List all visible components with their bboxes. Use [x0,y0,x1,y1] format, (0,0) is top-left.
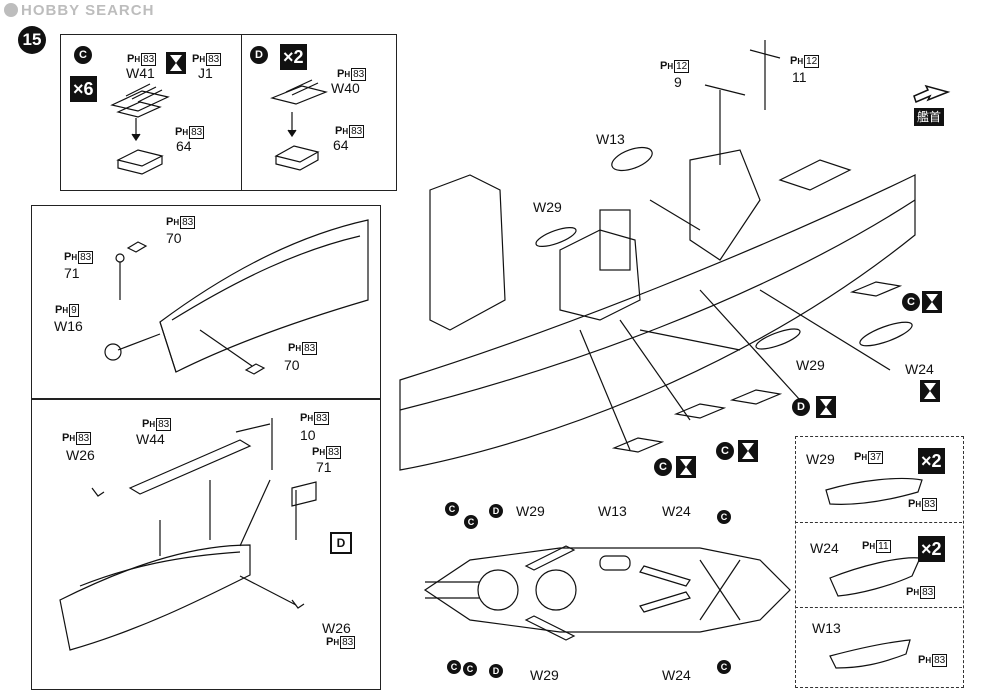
part-label: 64 [333,137,349,153]
badge-c: C [74,46,92,64]
part-label: W26 [322,620,351,636]
badge-c: C [902,293,920,311]
part-label: W24 [810,540,839,556]
boat-w24 [829,557,921,597]
hourglass-icon [920,380,940,402]
part-label: 70 [284,357,300,373]
badge-c: C [717,660,731,674]
boat-box-divider [795,607,962,608]
badge-c: C [464,515,478,529]
part-label: W24 [905,361,934,377]
part-label: W44 [136,431,165,447]
hourglass-icon [922,291,942,313]
part-label: W26 [66,447,95,463]
part-label: 10 [300,427,316,443]
part-label: 9 [674,74,682,90]
watermark: HOBBY SEARCH [4,2,154,19]
hourglass-icon [738,440,758,462]
stern-panel-frame [31,398,381,690]
part-label: W29 [806,451,835,467]
hobby-search-logo-icon [4,3,18,17]
part-label: W29 [796,357,825,373]
boat-w29 [825,477,923,505]
part-label: 11 [792,69,807,85]
deck-plan-outline [423,547,791,633]
badge-d: D [250,46,268,64]
badge-d: D [489,664,503,678]
badge-c: C [717,510,731,524]
part-label: W16 [54,318,83,334]
multiplier-d: ×2 [280,44,307,70]
part-label: 64 [176,138,192,154]
multiplier-w24: ×2 [918,536,945,562]
multiplier-w29: ×2 [918,448,945,474]
part-label: 70 [166,230,182,246]
part-label: W29 [516,503,545,519]
part-label: W13 [812,620,841,636]
hourglass-icon [166,52,186,74]
twin-gun-mount-c [110,83,170,118]
boat-w13 [829,639,911,669]
part-label: W29 [533,199,562,215]
hourglass-icon [816,396,836,418]
badge-d-stern: D [330,532,352,554]
bow-panel-frame [31,205,381,400]
badge-c: C [447,660,461,674]
multiplier-c: ×6 [70,76,97,102]
part-label: W40 [331,80,360,96]
part-label: 71 [64,265,80,281]
bow-label: 艦首 [914,108,945,126]
badge-d: D [792,398,810,416]
badge-c: C [654,458,672,476]
badge-c: C [445,502,459,516]
part-label: W41 [126,65,155,81]
part-label: W13 [598,503,627,519]
part-label: W29 [530,667,559,683]
battleship-hull-outline [399,174,916,471]
part-label: W24 [662,667,691,683]
part-label: 71 [316,459,332,475]
part-label: W13 [596,131,625,147]
step-number: 15 [18,26,46,54]
boat-box-frame [795,436,964,688]
badge-d: D [489,504,503,518]
panel-d-frame [241,34,397,191]
badge-c: C [463,662,477,676]
boat-box-divider [795,522,962,523]
part-label: W24 [662,503,691,519]
hourglass-icon [676,456,696,478]
badge-c: C [716,442,734,460]
part-label: J1 [198,65,213,81]
